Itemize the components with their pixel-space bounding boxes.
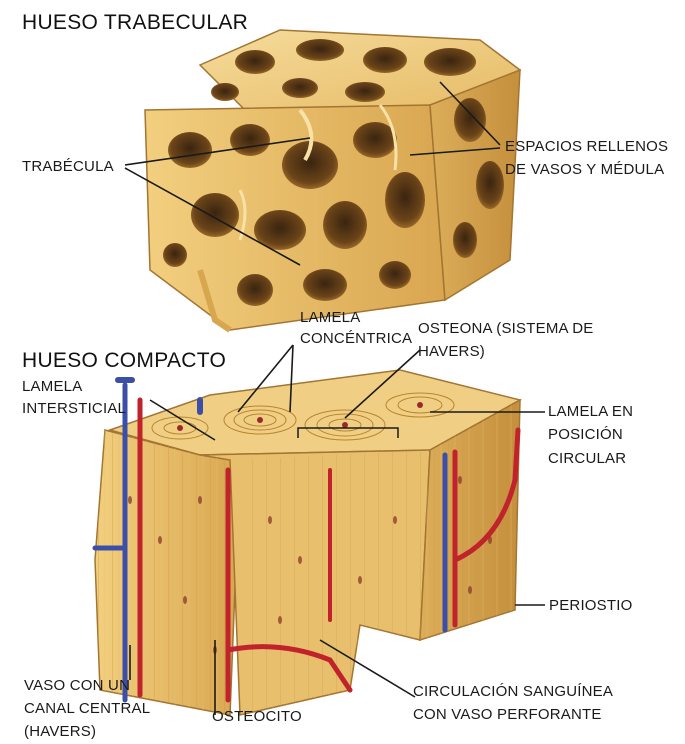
label-spaces-line1: ESPACIOS RELLENOS	[505, 136, 668, 157]
label-lamela-concentrica-line2: CONCÉNTRICA	[300, 328, 412, 349]
label-circulacion-line1: CIRCULACIÓN SANGUÍNEA	[413, 681, 613, 702]
label-lamela-concentrica-line1: LAMELA	[300, 307, 360, 328]
label-lamela-circular-line3: CIRCULAR	[548, 448, 626, 469]
label-osteona-line1: OSTEONA (SISTEMA DE	[418, 318, 594, 339]
label-lamela-circular-line2: POSICIÓN	[548, 424, 623, 445]
label-circulacion-line2: CON VASO PERFORANTE	[413, 704, 602, 725]
label-spaces-line2: DE VASOS Y MÉDULA	[505, 159, 664, 180]
label-osteona-line2: HAVERS)	[418, 341, 485, 362]
title-compact: HUESO COMPACTO	[22, 348, 226, 374]
label-lamela-circular-line1: LAMELA EN	[548, 401, 633, 422]
label-vaso-line3: (HAVERS)	[24, 721, 96, 742]
label-periostio: PERIOSTIO	[549, 595, 632, 616]
label-lamela-intersticial-line1: LAMELA	[22, 376, 82, 397]
trabecular-bone-block	[145, 30, 520, 330]
label-vaso-line2: CANAL CENTRAL	[24, 698, 150, 719]
compact-bone-block	[95, 370, 520, 715]
title-trabecular: HUESO TRABECULAR	[22, 10, 248, 36]
label-lamela-intersticial-line2: INTERSTICIAL	[22, 398, 126, 419]
label-osteocito: OSTEOCITO	[212, 706, 302, 727]
label-vaso-line1: VASO CON UN	[24, 675, 130, 696]
label-trabecula: TRABÉCULA	[22, 156, 114, 177]
